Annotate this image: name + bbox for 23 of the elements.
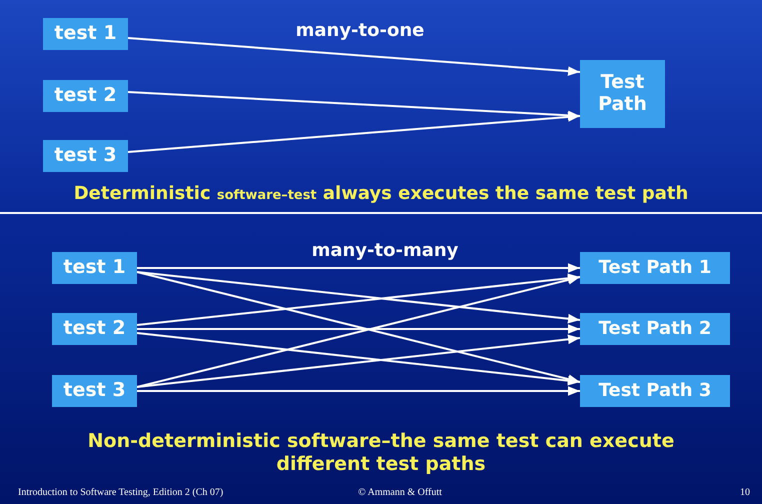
arrow	[137, 386, 580, 396]
footer-text: Introduction to Software Testing, Edition 2 (Ch 07)	[18, 487, 224, 499]
process-box: test 1	[52, 252, 137, 284]
arrow	[128, 91, 580, 120]
process-box: test 2	[43, 80, 128, 112]
arrow	[137, 324, 580, 334]
process-box: Test Path 2	[580, 313, 730, 345]
diagram-label: many-to-many	[310, 240, 460, 262]
process-box: test 1	[43, 18, 128, 50]
caption-text: Deterministic software–test always executes the same test path	[72, 183, 690, 205]
process-box: Test Path	[580, 60, 665, 128]
process-box: Test Path 3	[580, 375, 730, 407]
footer-text: © Ammann & Offutt	[357, 487, 443, 499]
process-box: test 3	[52, 375, 137, 407]
page-number: 10	[739, 487, 750, 499]
diagram-label: many-to-one	[294, 20, 426, 42]
process-box: test 3	[43, 140, 128, 172]
caption-text: Non-deterministic software–the same test can execute different test paths	[86, 430, 676, 476]
arrow	[128, 112, 580, 153]
process-box: test 2	[52, 313, 137, 345]
process-box: Test Path 1	[580, 252, 730, 284]
arrow	[137, 263, 580, 273]
arrow	[128, 37, 580, 76]
